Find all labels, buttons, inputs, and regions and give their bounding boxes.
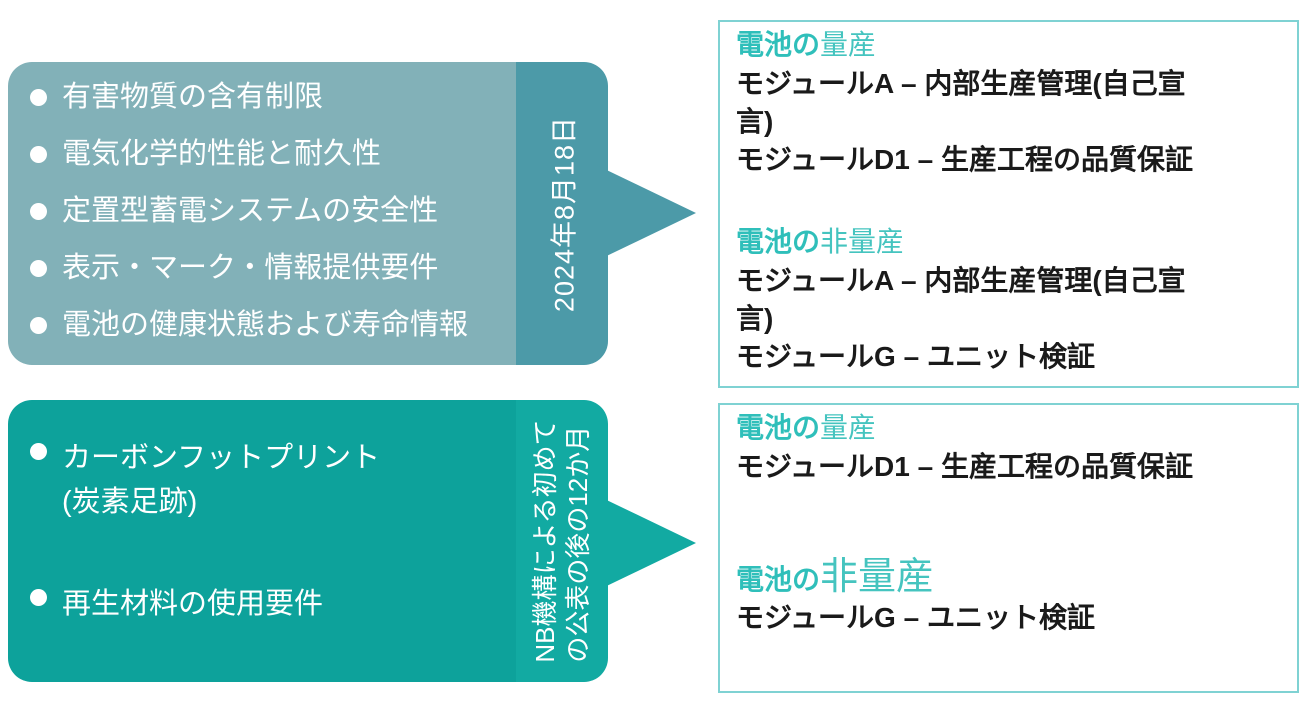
module-line: モジュールD1 – 生産工程の品質保証 bbox=[736, 144, 1193, 175]
requirement-list: カーボンフットプリント (炭素足跡) 再生材料の使用要件 bbox=[8, 400, 516, 626]
requirement-text: 有害物質の含有制限 bbox=[62, 81, 324, 113]
callout-body: カーボンフットプリント (炭素足跡) 再生材料の使用要件 bbox=[8, 400, 516, 682]
section-heading: 電池の量産 bbox=[736, 29, 877, 61]
module-line: モジュールA – 内部生産管理(自己宣 bbox=[736, 265, 1186, 296]
bullet-icon bbox=[30, 203, 47, 220]
module-section-mass-production: 電池の量産 モジュールA – 内部生産管理(自己宣 言) モジュールD1 – 生… bbox=[736, 26, 1281, 179]
requirement-text: 電池の健康状態および寿命情報 bbox=[62, 309, 469, 341]
requirement-item: 有害物質の含有制限 bbox=[30, 82, 510, 113]
callout-later-requirements: カーボンフットプリント (炭素足跡) 再生材料の使用要件 NB機構による初めて … bbox=[8, 400, 696, 682]
module-section-non-mass-production: 電池の非量産 モジュールA – 内部生産管理(自己宣 言) モジュールG – ユ… bbox=[736, 223, 1281, 376]
callout-2024-requirements: 有害物質の含有制限 電気化学的性能と耐久性 定置型蓄電システムの安全性 表示・マ… bbox=[8, 62, 696, 365]
requirement-text: 再生材料の使用要件 bbox=[62, 588, 324, 620]
bullet-icon bbox=[30, 589, 47, 606]
module-section-non-mass-production: 電池の非量産 モジュールG – ユニット検証 bbox=[736, 558, 1281, 637]
module-line: 言) bbox=[736, 303, 774, 334]
requirement-text: 電気化学的性能と耐久性 bbox=[62, 138, 382, 170]
requirement-text: 定置型蓄電システムの安全性 bbox=[62, 195, 439, 227]
requirement-item: 再生材料の使用要件 bbox=[30, 582, 510, 626]
module-line: モジュールA – 内部生産管理(自己宣 bbox=[736, 68, 1186, 99]
module-line: モジュールG – ユニット検証 bbox=[736, 602, 1095, 633]
panel-later-modules: 電池の量産 モジュールD1 – 生産工程の品質保証 電池の非量産 モジュールG … bbox=[718, 403, 1299, 693]
requirement-item: 定置型蓄電システムの安全性 bbox=[30, 196, 510, 227]
section-heading: 電池の非量産 bbox=[736, 226, 905, 258]
arrow-right-icon bbox=[592, 493, 696, 593]
date-label: NB機構による初めて の公表の後の12か月 bbox=[530, 419, 593, 663]
bullet-icon bbox=[30, 443, 47, 460]
bullet-icon bbox=[30, 317, 47, 334]
requirement-list: 有害物質の含有制限 電気化学的性能と耐久性 定置型蓄電システムの安全性 表示・マ… bbox=[8, 62, 516, 341]
module-line: モジュールG – ユニット検証 bbox=[736, 341, 1095, 372]
module-line: モジュールD1 – 生産工程の品質保証 bbox=[736, 451, 1193, 482]
requirement-text: 表示・マーク・情報提供要件 bbox=[62, 252, 439, 284]
requirement-item: 電気化学的性能と耐久性 bbox=[30, 139, 510, 170]
module-section-mass-production: 電池の量産 モジュールD1 – 生産工程の品質保証 bbox=[736, 409, 1281, 486]
requirement-item: 表示・マーク・情報提供要件 bbox=[30, 253, 510, 284]
section-heading: 電池の量産 bbox=[736, 412, 877, 444]
callout-body: 有害物質の含有制限 電気化学的性能と耐久性 定置型蓄電システムの安全性 表示・マ… bbox=[8, 62, 516, 365]
date-label: 2024年8月18日 bbox=[549, 115, 580, 312]
arrow-right-icon bbox=[592, 163, 696, 263]
requirement-item: 電池の健康状態および寿命情報 bbox=[30, 310, 510, 341]
requirement-text: カーボンフットプリント (炭素足跡) bbox=[62, 442, 381, 518]
section-heading: 電池の非量産 bbox=[736, 556, 935, 598]
bullet-icon bbox=[30, 146, 47, 163]
bullet-icon bbox=[30, 89, 47, 106]
bullet-icon bbox=[30, 260, 47, 277]
panel-2024-modules: 電池の量産 モジュールA – 内部生産管理(自己宣 言) モジュールD1 – 生… bbox=[718, 20, 1299, 388]
module-line: 言) bbox=[736, 106, 774, 137]
requirement-item: カーボンフットプリント (炭素足跡) bbox=[30, 436, 510, 524]
